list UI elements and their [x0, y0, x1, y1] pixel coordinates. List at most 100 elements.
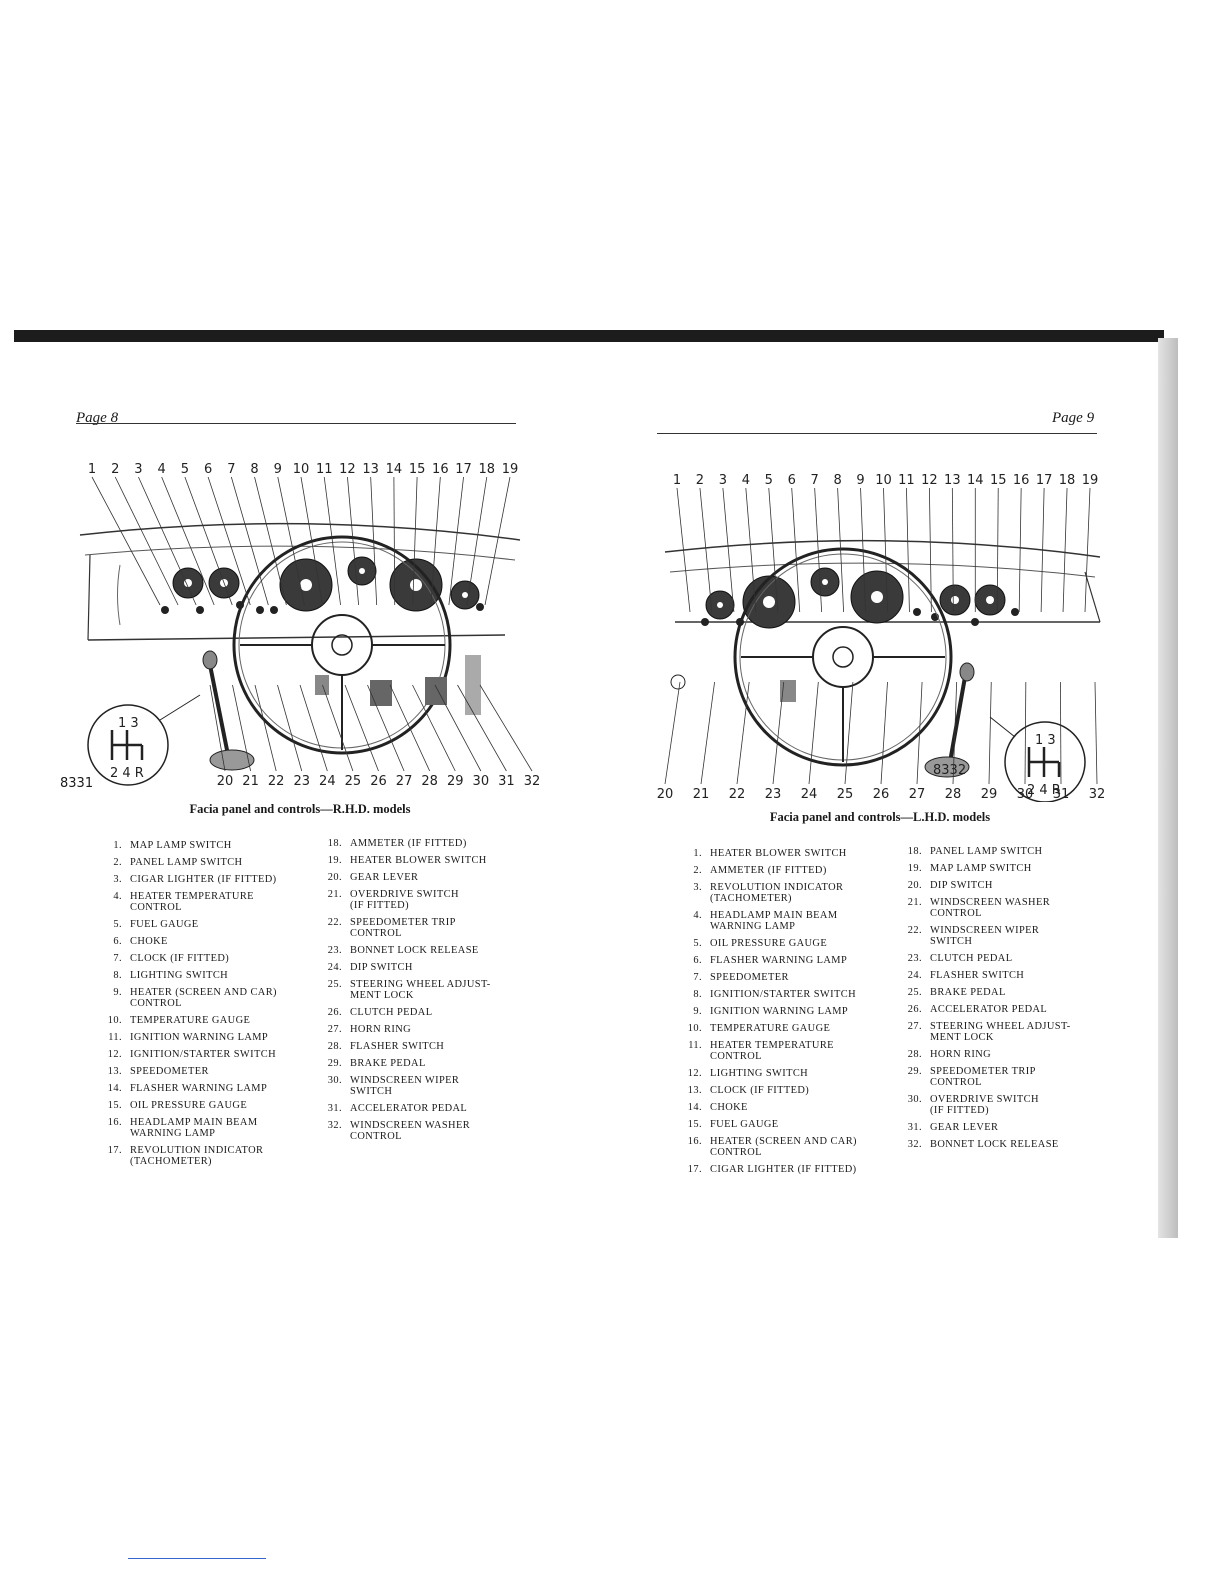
leader-line: [814, 487, 823, 613]
callout-number: 13: [944, 473, 961, 488]
legend-item-label: CLOCK (IF FITTED): [710, 1085, 810, 1096]
leader-line: [161, 476, 215, 606]
caption-right: Facia panel and controls—L.H.D. models: [769, 810, 991, 824]
callout-number: 4: [742, 473, 750, 488]
callout-number: 18: [479, 462, 496, 477]
legend-item-number: 23.: [907, 953, 922, 964]
leader-line: [699, 487, 713, 613]
leader-line: [772, 681, 785, 785]
legend-item-label: FLASHER SWITCH: [350, 1041, 445, 1052]
legend-item-label: BONNET LOCK RELEASE: [350, 945, 479, 956]
callout-number: 2: [696, 473, 704, 488]
legend-item-number: 10.: [687, 1023, 702, 1034]
gear-pattern-bottom: 2 4 R: [110, 766, 144, 781]
legend-item-label: HEATER (SCREEN AND CAR) CONTROL: [710, 1136, 857, 1158]
legend-item: 13.SPEEDOMETER: [96, 1066, 311, 1077]
leader-line: [184, 476, 233, 606]
callout-number: 7: [227, 462, 235, 477]
figure-number-left: 8331: [60, 776, 94, 791]
legend-item: 5.OIL PRESSURE GAUGE: [676, 938, 896, 949]
callout-number: 14: [386, 462, 403, 477]
legend-item: 24.DIP SWITCH: [316, 962, 531, 973]
legend-item: 8.IGNITION/STARTER SWITCH: [676, 989, 896, 1000]
legend-left-column-2: 18.AMMETER (IF FITTED)19.HEATER BLOWER S…: [316, 838, 531, 1148]
legend-item-label: SPEEDOMETER: [130, 1066, 209, 1077]
legend-item: 1.MAP LAMP SWITCH: [96, 840, 311, 851]
callout-number: 5: [181, 462, 189, 477]
callout-number: 3: [134, 462, 142, 477]
leader-line: [916, 681, 923, 785]
leader-line: [347, 476, 360, 606]
leader-line: [448, 476, 464, 606]
footer-link-line: [128, 1558, 266, 1559]
legend-item: 7.CLOCK (IF FITTED): [96, 953, 311, 964]
callout-number: 18: [1059, 473, 1076, 488]
legend-item: 23.CLUTCH PEDAL: [896, 953, 1116, 964]
callout-number: 23: [293, 774, 310, 789]
callout-number: 30: [1017, 787, 1034, 802]
callout-number: 5: [765, 473, 773, 488]
legend-item: 10.TEMPERATURE GAUGE: [676, 1023, 896, 1034]
leader-line: [860, 487, 866, 613]
legend-item-label: FLASHER WARNING LAMP: [130, 1083, 268, 1094]
leader-line: [988, 681, 992, 785]
leader-line: [370, 476, 378, 606]
callout-number: 30: [473, 774, 490, 789]
scan-top-edge: [14, 330, 1164, 342]
legend-item-number: 8.: [693, 989, 702, 1000]
legend-item: 2.AMMETER (IF FITTED): [676, 865, 896, 876]
callout-number: 22: [729, 787, 746, 802]
leader-line: [412, 476, 418, 606]
legend-item-number: 1.: [693, 848, 702, 859]
leader-line: [230, 476, 269, 606]
callout-number: 15: [990, 473, 1007, 488]
legend-item-label: BRAKE PEDAL: [930, 987, 1006, 998]
callout-number: 17: [1036, 473, 1053, 488]
callout-number: 1: [673, 473, 681, 488]
legend-item: 24.FLASHER SWITCH: [896, 970, 1116, 981]
legend-item-label: STEERING WHEEL ADJUST- MENT LOCK: [350, 979, 491, 1001]
legend-item-label: CLOCK (IF FITTED): [130, 953, 230, 964]
callout-number: 15: [409, 462, 426, 477]
callout-number: 8: [250, 462, 258, 477]
legend-item-number: 10.: [107, 1015, 122, 1026]
legend-item-label: CHOKE: [130, 936, 168, 947]
legend-item-number: 11.: [108, 1032, 122, 1043]
legend-item: 11.HEATER TEMPERATURE CONTROL: [676, 1040, 896, 1062]
leader-line: [254, 476, 287, 606]
legend-item-label: SPEEDOMETER TRIP CONTROL: [930, 1066, 1036, 1088]
legend-item: 17.REVOLUTION INDICATOR (TACHOMETER): [96, 1145, 311, 1167]
legend-item-number: 16.: [687, 1136, 702, 1147]
legend-item-number: 17.: [107, 1145, 122, 1156]
header-rule-left: [76, 423, 516, 424]
leader-line: [844, 681, 854, 785]
legend-item-label: WINDSCREEN WASHER CONTROL: [350, 1120, 471, 1142]
legend-item-number: 7.: [693, 972, 702, 983]
legend-item: 23.BONNET LOCK RELEASE: [316, 945, 531, 956]
callout-number: 23: [765, 787, 782, 802]
legend-item: 3.CIGAR LIGHTER (IF FITTED): [96, 874, 311, 885]
leader-line: [1084, 487, 1091, 613]
legend-item-label: OVERDRIVE SWITCH (IF FITTED): [350, 889, 459, 911]
callout-number: 1: [88, 462, 96, 477]
legend-item-number: 22.: [327, 917, 342, 928]
legend-item-number: 30.: [907, 1094, 922, 1105]
legend-item-label: HEATER TEMPERATURE CONTROL: [710, 1040, 834, 1062]
legend-item: 28.HORN RING: [896, 1049, 1116, 1060]
legend-item-label: CLUTCH PEDAL: [350, 1007, 433, 1018]
legend-item: 32.WINDSCREEN WASHER CONTROL: [316, 1120, 531, 1142]
leader-line: [768, 487, 779, 613]
callout-number: 21: [242, 774, 259, 789]
legend-item-number: 5.: [113, 919, 122, 930]
legend-item-label: WINDSCREEN WIPER SWITCH: [350, 1075, 460, 1097]
legend-item-number: 5.: [693, 938, 702, 949]
legend-item-number: 21.: [907, 897, 922, 908]
leader-line: [883, 487, 888, 613]
callout-number: 2: [111, 462, 119, 477]
legend-item-label: LIGHTING SWITCH: [130, 970, 229, 981]
leader-line: [1094, 681, 1098, 785]
callout-number: 21: [693, 787, 710, 802]
legend-item-number: 28.: [907, 1049, 922, 1060]
leader-line: [928, 487, 932, 613]
